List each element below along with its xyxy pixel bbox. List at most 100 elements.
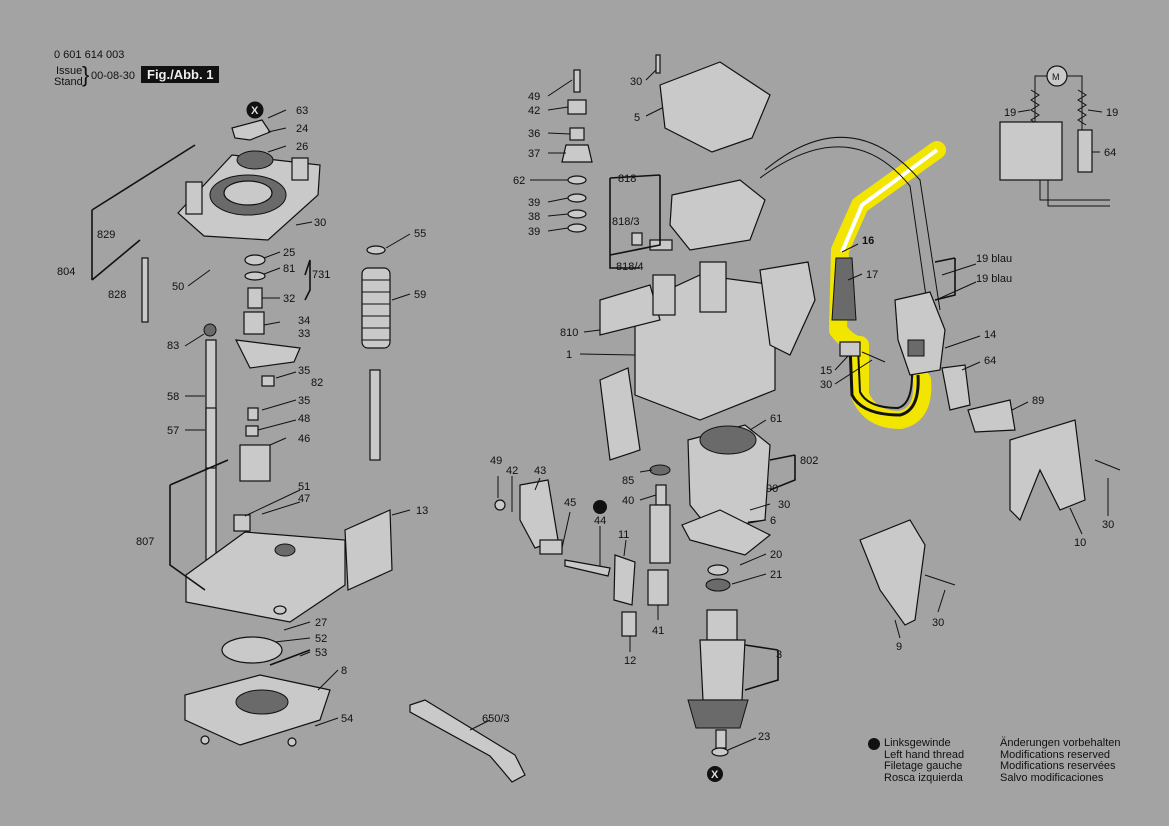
- label-25: 25: [283, 247, 295, 259]
- brace-glyph: }: [82, 62, 90, 87]
- legend-left-line-3: Filetage gauche: [884, 760, 963, 772]
- label-8: 8: [341, 665, 347, 677]
- label-13: 13: [416, 505, 428, 517]
- label-731: 731: [312, 269, 330, 281]
- armature-3: [687, 609, 749, 757]
- motor-housing-1: [599, 261, 816, 461]
- label-810: 810: [560, 327, 578, 339]
- label-3: 3: [776, 649, 782, 661]
- svg-text:X: X: [251, 105, 259, 117]
- label-24: 24: [296, 123, 308, 135]
- stator-61: [681, 424, 772, 556]
- label-33: 33: [298, 328, 310, 340]
- issue-label: Issue: [56, 65, 83, 77]
- label-19d: 19: [1106, 107, 1118, 119]
- part-labels: 63 24 26 30 829 804 25 81 731 50 828 32 …: [57, 72, 1118, 743]
- label-6: 6: [770, 515, 776, 527]
- label-1: 1: [566, 349, 572, 361]
- label-16: 16: [862, 235, 874, 247]
- label-14: 14: [984, 329, 996, 341]
- label-64a: 64: [984, 355, 996, 367]
- label-42b: 42: [506, 465, 518, 477]
- figure-title: Fig./Abb. 1: [141, 66, 220, 83]
- label-34: 34: [298, 315, 310, 327]
- shaft-parts: [647, 464, 731, 606]
- brush-holder-818: [631, 179, 766, 251]
- label-81: 81: [283, 263, 295, 275]
- label-61: 61: [770, 413, 782, 425]
- label-35b: 35: [298, 395, 310, 407]
- legend-left-line-1: Linksgewinde: [884, 737, 951, 749]
- label-64b: 64: [1104, 147, 1116, 159]
- motor-cap-5: [655, 54, 771, 153]
- label-32: 32: [283, 293, 295, 305]
- label-39a: 39: [528, 197, 540, 209]
- cable-highlight: [829, 141, 946, 429]
- label-48: 48: [298, 413, 310, 425]
- label-37: 37: [528, 148, 540, 160]
- label-82: 82: [311, 377, 323, 389]
- label-M: M: [1052, 72, 1060, 82]
- label-59: 59: [414, 289, 426, 301]
- label-17: 17: [866, 269, 878, 281]
- label-30b: 30: [630, 76, 642, 88]
- lever-43: [494, 479, 637, 637]
- legend-right: Änderungen vorbehalten Modifications res…: [1000, 737, 1121, 784]
- label-19-blau-b: 19 blau: [976, 273, 1012, 285]
- label-26: 26: [296, 141, 308, 153]
- switch-14: [894, 291, 1016, 433]
- label-27: 27: [315, 617, 327, 629]
- label-9: 9: [896, 641, 902, 653]
- label-42a: 42: [528, 105, 540, 117]
- sleeve-17: [831, 257, 857, 321]
- label-19c: 19: [1004, 107, 1016, 119]
- part-number: 0 601 614 003: [54, 49, 125, 61]
- clamp-15: [839, 341, 886, 363]
- handle-9: [859, 519, 956, 626]
- label-828: 828: [108, 289, 126, 301]
- label-35a: 35: [298, 365, 310, 377]
- label-40: 40: [622, 495, 634, 507]
- label-83: 83: [167, 340, 179, 352]
- label-15: 15: [820, 365, 832, 377]
- label-39b: 39: [528, 226, 540, 238]
- sub-base-8: [184, 674, 331, 747]
- label-63: 63: [296, 105, 308, 117]
- label-30: 30: [314, 217, 326, 229]
- label-51: 51: [298, 481, 310, 493]
- label-818-3: 818/3: [612, 216, 640, 228]
- label-30f: 30: [932, 617, 944, 629]
- label-5: 5: [634, 112, 640, 124]
- cable-pair-19: [759, 136, 941, 311]
- label-36: 36: [528, 128, 540, 140]
- leader-lines: [184, 69, 1109, 751]
- spring-57: [205, 407, 217, 469]
- label-49b: 49: [490, 455, 502, 467]
- legend-left-line-4: Rosca izquierda: [884, 771, 963, 784]
- label-49a: 49: [528, 91, 540, 103]
- label-85: 85: [622, 475, 634, 487]
- svg-text:X: X: [711, 769, 719, 781]
- label-46: 46: [298, 433, 310, 445]
- label-54: 54: [341, 713, 353, 725]
- label-90: 90: [766, 483, 778, 495]
- label-57: 57: [167, 425, 179, 437]
- label-807: 807: [136, 536, 154, 548]
- label-818-4: 818/4: [616, 261, 644, 273]
- label-47: 47: [298, 493, 310, 505]
- label-21: 21: [770, 569, 782, 581]
- spring-59: [361, 245, 391, 349]
- label-62: 62: [513, 175, 525, 187]
- legend-left: Linksgewinde Left hand thread Filetage g…: [884, 737, 964, 784]
- label-818: 818: [618, 173, 636, 185]
- handle-10: [1009, 419, 1121, 522]
- rings-52-53: [221, 605, 311, 666]
- legend-right-line-1: Änderungen vorbehalten: [1000, 737, 1121, 749]
- cable-loop: [848, 344, 920, 417]
- label-30e: 30: [1102, 519, 1114, 531]
- label-89: 89: [1032, 395, 1044, 407]
- left-hand-thread-marker: X X: [247, 102, 880, 782]
- label-53: 53: [315, 647, 327, 659]
- label-829: 829: [97, 229, 115, 241]
